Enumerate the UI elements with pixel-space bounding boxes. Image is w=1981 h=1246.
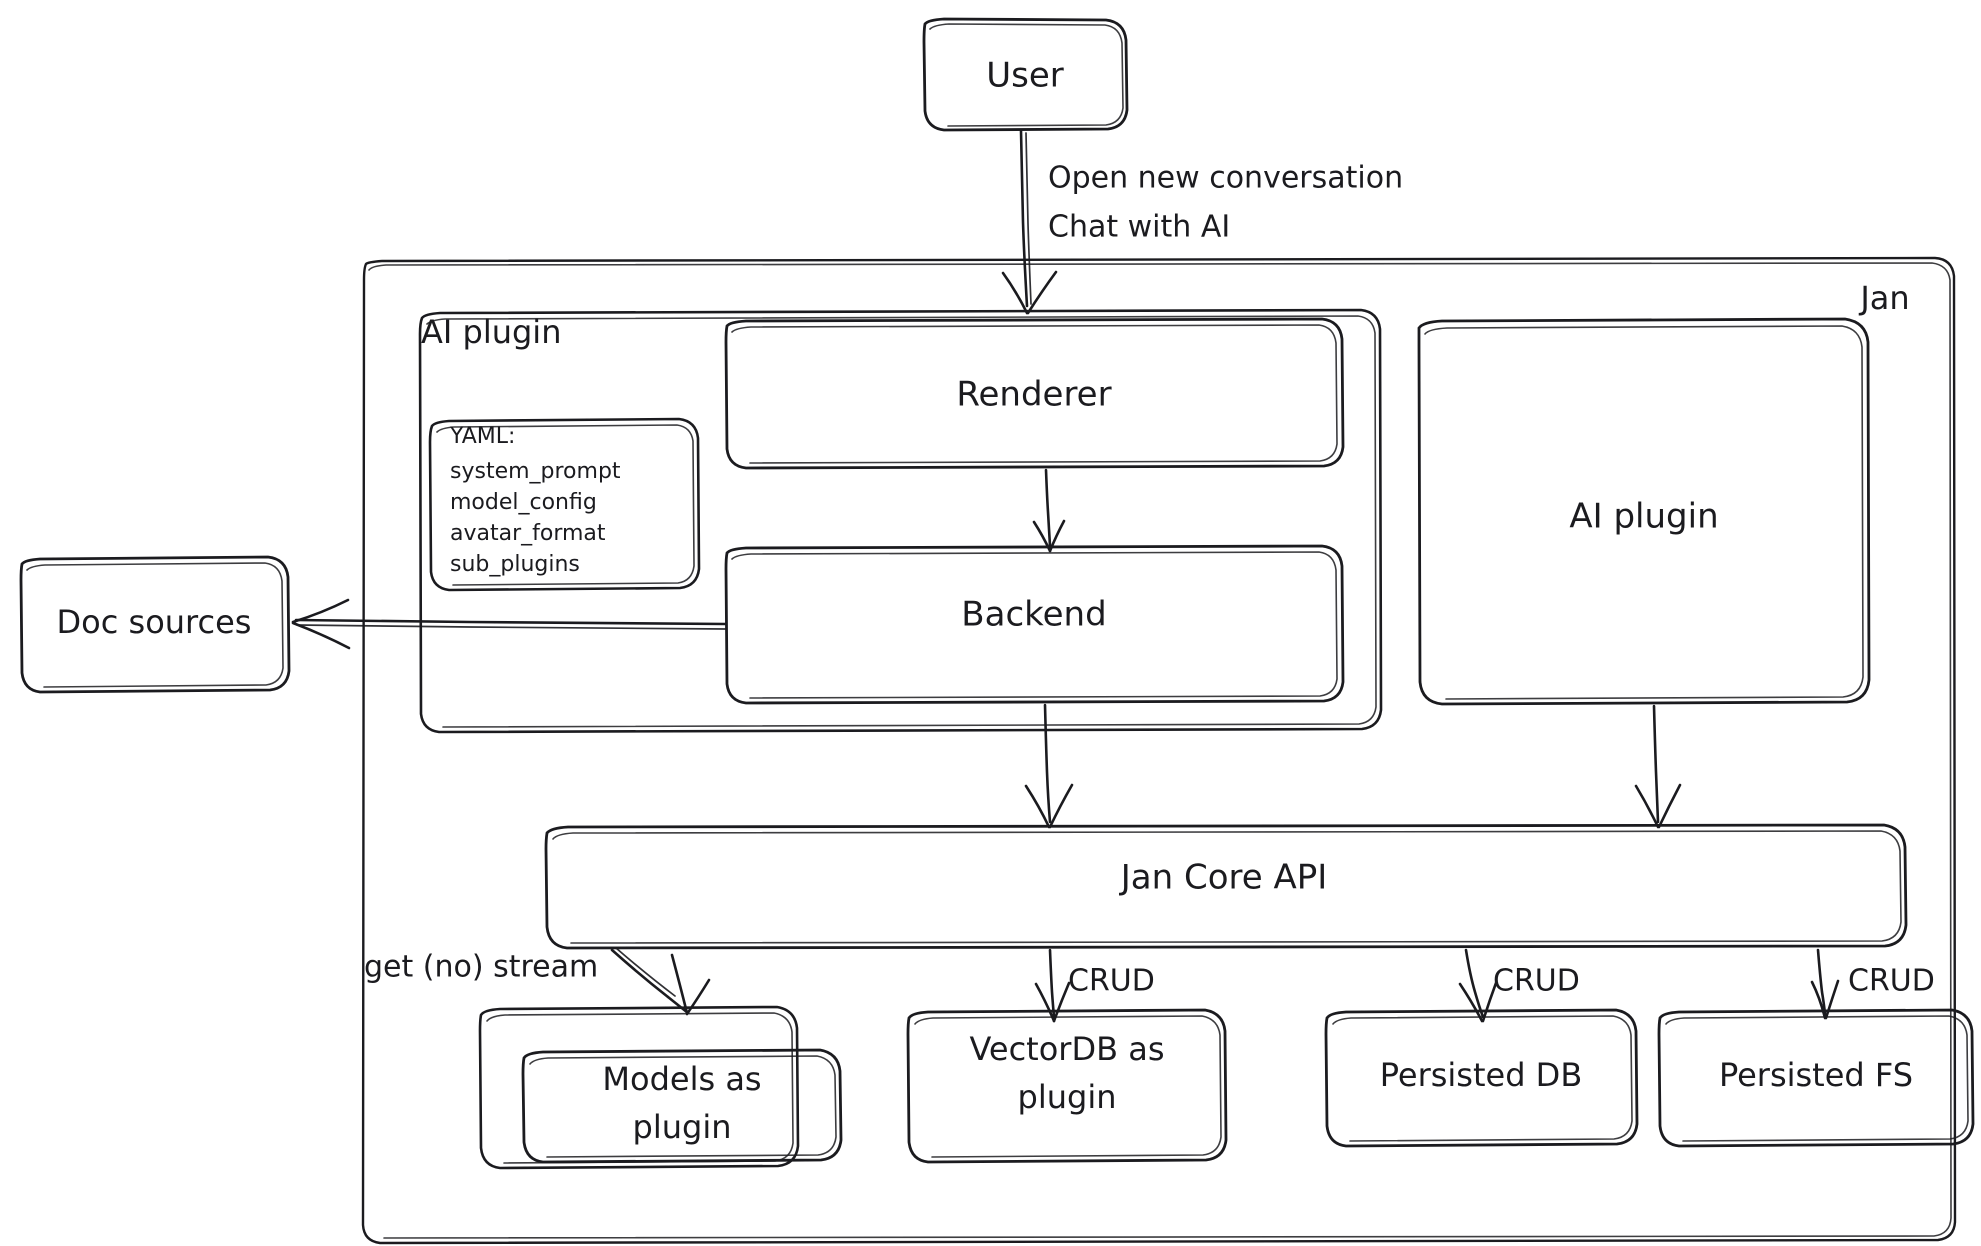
node-persisted-db[interactable] (1324, 1008, 1639, 1148)
node-vectordb-plugin-label-line2: plugin (1018, 1078, 1117, 1116)
node-user[interactable] (922, 17, 1129, 132)
jan-container-label: Jan (1858, 279, 1909, 317)
node-persisted-fs-label: Persisted FS (1719, 1056, 1913, 1094)
node-backend-label: Backend (961, 595, 1106, 635)
edge-user-to-renderer-label-line1: Open new conversation (1048, 161, 1403, 196)
node-ai-plugin-box-label: AI plugin (1569, 497, 1718, 537)
edge-core-to-persisted-fs (1810, 948, 1840, 1020)
edge-user-to-renderer (1001, 129, 1058, 315)
jan-container (361, 256, 1957, 1245)
edge-core-to-models-label: get (no) stream (364, 950, 598, 985)
yaml-card-item-3: sub_plugins (450, 552, 580, 577)
node-ai-plugin-box[interactable] (1417, 317, 1871, 706)
edge-core-to-persisted-fs-label: CRUD (1848, 964, 1935, 999)
node-renderer[interactable] (724, 317, 1345, 470)
yaml-card-item-0: system_prompt (450, 459, 621, 484)
ai-plugin-group (418, 308, 1383, 734)
node-vectordb-plugin[interactable] (906, 1008, 1228, 1164)
yaml-card (428, 417, 701, 592)
node-persisted-db-label: Persisted DB (1380, 1056, 1583, 1094)
node-vectordb-plugin-label-line1: VectorDB as (969, 1030, 1164, 1068)
edge-backend-to-core (1024, 703, 1074, 829)
node-renderer-label: Renderer (956, 375, 1111, 415)
edge-core-to-vectordb-label: CRUD (1068, 964, 1155, 999)
node-models-plugin[interactable] (478, 1005, 843, 1170)
yaml-card-title: YAML: (449, 424, 515, 449)
yaml-card-item-1: model_config (450, 490, 597, 515)
edge-core-to-persisted-db-label: CRUD (1493, 964, 1580, 999)
edge-core-to-models (610, 947, 711, 1016)
node-jan-core-api-label: Jan Core API (1119, 858, 1328, 898)
node-jan-core-api[interactable] (544, 823, 1908, 950)
node-models-plugin-label-line1: Models as (602, 1060, 761, 1098)
yaml-card-item-2: avatar_format (450, 521, 606, 546)
ai-plugin-group-label: AI plugin (421, 313, 561, 351)
edge-user-to-renderer-label-line2: Chat with AI (1048, 210, 1230, 245)
node-models-plugin-label-line2: plugin (633, 1108, 732, 1146)
edge-aiplugin-to-core (1634, 704, 1682, 829)
node-backend[interactable] (724, 544, 1345, 705)
node-doc-sources-label: Doc sources (57, 603, 252, 641)
node-doc-sources[interactable] (19, 555, 291, 694)
edge-renderer-to-backend (1032, 468, 1066, 553)
edge-backend-to-doc-sources (291, 598, 728, 650)
node-user-label: User (986, 56, 1064, 96)
node-persisted-fs[interactable] (1657, 1008, 1975, 1148)
